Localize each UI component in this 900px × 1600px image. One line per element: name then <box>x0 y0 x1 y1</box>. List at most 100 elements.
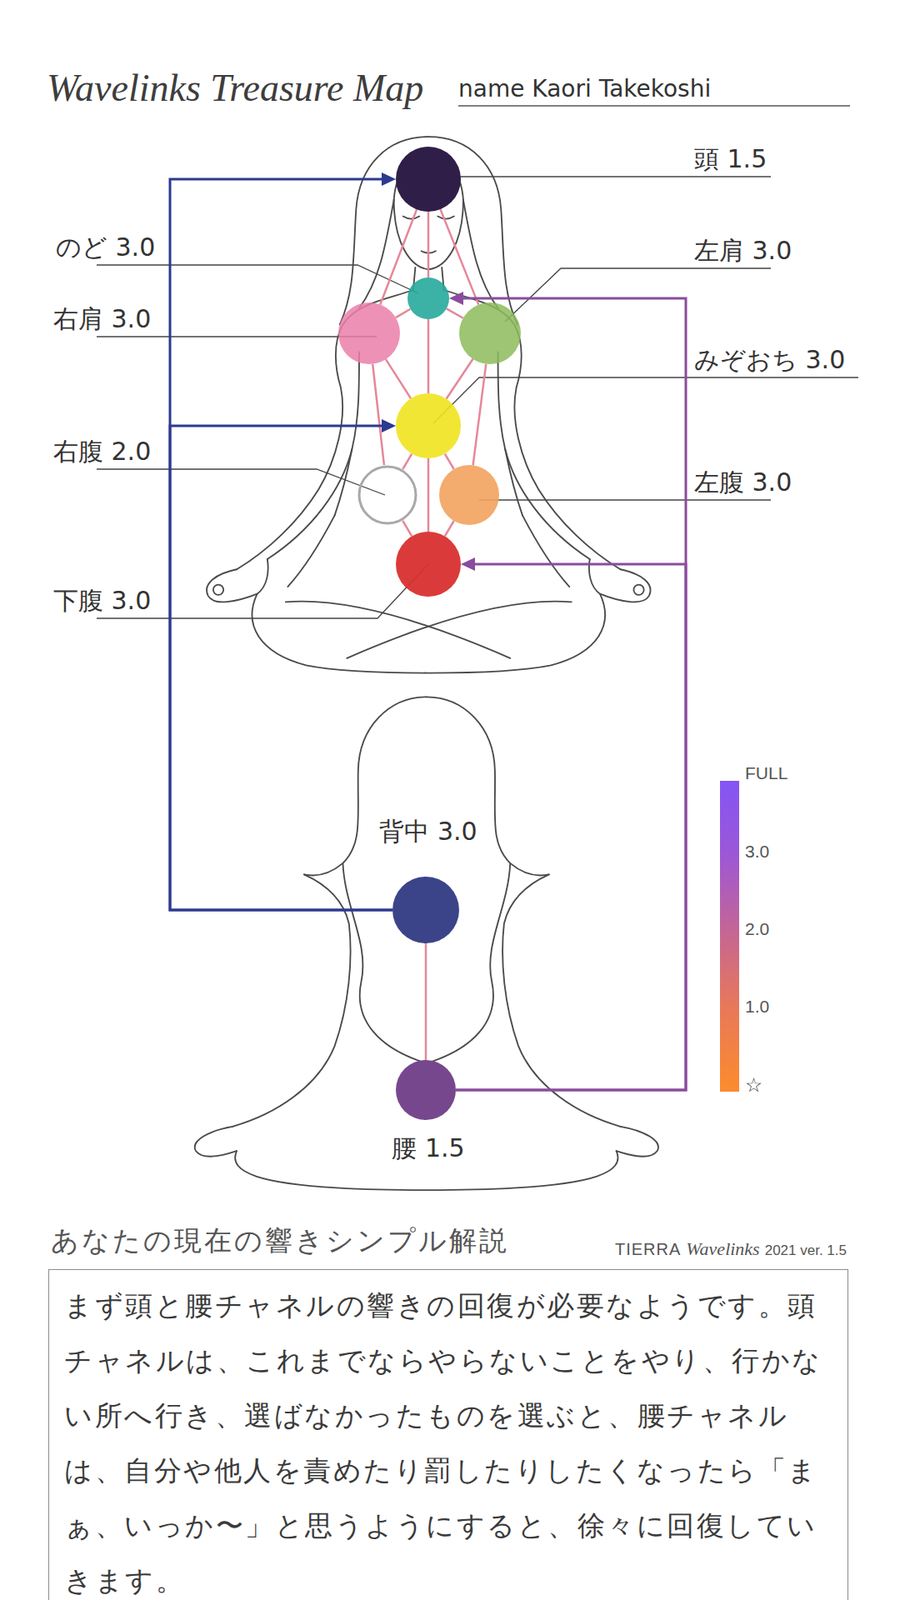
back-figure <box>195 696 659 1190</box>
connector-line <box>402 454 412 470</box>
arrow-head <box>381 172 396 186</box>
chakra-circle: 左腹 3.0 <box>439 465 500 525</box>
meditation-figure <box>335 351 360 515</box>
connector-line <box>425 943 428 1060</box>
scale-swatch <box>720 1006 740 1085</box>
connector-line <box>170 179 393 910</box>
connector-line <box>372 364 385 465</box>
leader-lines <box>96 176 859 619</box>
circle-fill <box>407 277 450 320</box>
geometry-line <box>428 458 430 532</box>
chakra-label: 左腹 3.0 <box>694 468 792 497</box>
geometry-line <box>445 454 455 470</box>
diagram-title: Wavelinks Treasure Map <box>46 65 424 111</box>
meditation-figure <box>206 559 269 602</box>
connector-line <box>427 458 430 532</box>
meditation-figure <box>589 559 651 602</box>
geometry-line <box>473 364 487 466</box>
brand-script: Wavelinks <box>685 1238 760 1260</box>
connector-line <box>455 564 686 1090</box>
chakra-circle: 右肩 3.0 <box>338 302 400 365</box>
circle-shape <box>357 465 418 525</box>
geometry-line <box>372 364 385 465</box>
leader-lines <box>96 469 385 495</box>
circle-fill <box>338 302 400 365</box>
meditation-figure <box>498 351 523 515</box>
circle-fill <box>395 531 461 597</box>
chakra-label: 背中 3.0 <box>377 817 479 846</box>
connector-line <box>427 211 430 278</box>
meditation-figure <box>267 449 353 560</box>
chakra-label: 右肩 3.0 <box>53 305 151 334</box>
circle-fill <box>395 1060 456 1120</box>
chakra-label: 頭 1.5 <box>694 145 767 174</box>
back-figure <box>304 696 427 875</box>
geometry-line <box>395 309 411 318</box>
geometry-line <box>445 520 455 536</box>
back-figure <box>616 1126 659 1157</box>
circle-shape <box>392 876 460 944</box>
connector-line <box>445 454 455 470</box>
scale-label: ☆ <box>745 1074 763 1096</box>
meditation-figure <box>285 601 510 659</box>
connector-line <box>445 520 455 536</box>
geometry-line <box>385 359 411 399</box>
leader-lines <box>479 499 771 500</box>
leader-lines <box>433 377 859 424</box>
chakra-label: 左肩 3.0 <box>694 236 792 265</box>
scale-swatch <box>720 851 740 930</box>
geometry-line <box>446 359 474 400</box>
scale-swatch <box>720 1085 740 1092</box>
chakra-label: のど 3.0 <box>55 233 155 262</box>
circle-shape <box>395 393 461 459</box>
circle-shape <box>407 277 450 320</box>
connector-line <box>446 359 474 400</box>
back-figure <box>195 1126 237 1157</box>
geometry-line <box>425 943 427 1060</box>
circle-shape <box>459 302 521 365</box>
flow-arrow <box>455 557 686 1090</box>
meditation-figure <box>346 601 571 659</box>
scale-label: 1.0 <box>745 995 770 1018</box>
meditation-figure <box>359 200 395 309</box>
arrow-head <box>381 419 396 433</box>
back-figure <box>232 874 350 1126</box>
leader-lines <box>428 175 771 177</box>
connector-line <box>427 319 430 394</box>
chakra-label: 下腹 3.0 <box>53 586 151 615</box>
meditation-figure <box>633 585 644 595</box>
scale-label: 3.0 <box>745 840 770 863</box>
chakra-circle: のど 3.0 <box>407 277 450 320</box>
flow-arrow <box>170 419 396 910</box>
arrow-head <box>460 557 475 571</box>
flow-arrow <box>170 172 396 910</box>
explanation-text: まず頭と腰チャネルの響きの回復が必要なようです。頭チャネルは、これまでならやらな… <box>64 1278 838 1600</box>
geometry-line <box>402 454 412 470</box>
connector-line <box>455 298 686 1090</box>
circle-fill <box>439 465 500 525</box>
meditation-figure <box>505 449 590 560</box>
circle-shape <box>439 465 500 525</box>
chakra-label: 右腹 2.0 <box>53 437 151 466</box>
chakra-circle: 腰 1.5 <box>395 1060 456 1120</box>
chakra-circle: みぞおち 3.0 <box>395 393 461 459</box>
meditation-figure <box>437 216 455 220</box>
meditation-figure <box>444 290 621 570</box>
scale-label: 2.0 <box>745 918 770 940</box>
leader-lines <box>96 265 419 294</box>
chakra-circle: 右腹 2.0 <box>357 465 418 525</box>
chakra-circle: 頭 1.5 <box>395 146 461 212</box>
meditation-figure <box>522 515 570 587</box>
connector-line <box>402 520 412 536</box>
meditation-figure <box>206 136 650 673</box>
section-heading: あなたの現在の響きシンプル解説 <box>50 1223 510 1259</box>
circle-shape <box>395 146 461 212</box>
back-figure <box>502 874 620 1126</box>
arrow-head <box>449 291 464 305</box>
meditation-figure <box>252 594 605 674</box>
circle-fill <box>395 146 461 212</box>
chakra-label: みぞおち 3.0 <box>694 345 845 375</box>
version-label: 2021 ver. 1.5 <box>765 1242 847 1260</box>
connector-line <box>385 359 411 399</box>
circle-shape <box>395 1060 456 1120</box>
